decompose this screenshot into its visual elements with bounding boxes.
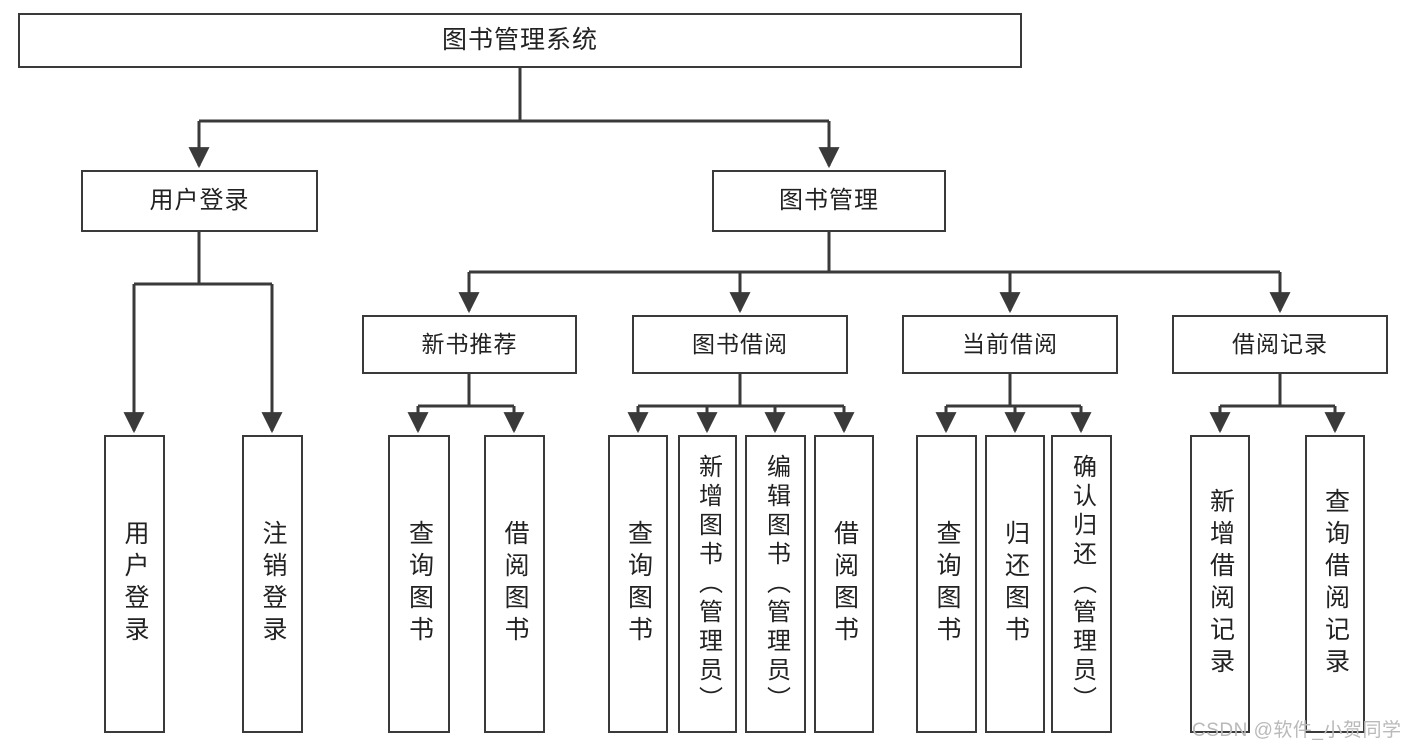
leaf-edit-book-admin[interactable]: 编辑图书（管理员） — [745, 435, 806, 733]
node-book-borrow-label: 图书借阅 — [692, 331, 788, 357]
leaf-query-book-borrow[interactable]: 查询图书 — [608, 435, 668, 733]
node-book-management[interactable]: 图书管理 — [712, 170, 946, 232]
leaf-confirm-return-admin[interactable]: 确认归还（管理员） — [1051, 435, 1112, 733]
node-borrow-record[interactable]: 借阅记录 — [1172, 315, 1388, 374]
leaf-edit-book-admin-label: 编辑图书（管理员） — [762, 453, 790, 715]
leaf-query-book-current-label: 查询图书 — [933, 520, 961, 648]
leaf-add-book-admin[interactable]: 新增图书（管理员） — [678, 435, 737, 733]
leaf-query-book-borrow-label: 查询图书 — [624, 520, 653, 648]
node-new-book-recommend-label: 新书推荐 — [421, 331, 518, 357]
leaf-logout-login-label: 注销登录 — [259, 520, 287, 648]
leaf-borrow-book-label: 借阅图书 — [830, 520, 859, 648]
leaf-query-book-current[interactable]: 查询图书 — [916, 435, 977, 733]
csdn-watermark: CSDN @软件_小贺同学 — [1192, 720, 1402, 741]
node-root-label: 图书管理系统 — [441, 26, 598, 54]
leaf-user-login-label: 用户登录 — [121, 520, 149, 648]
leaf-add-book-admin-label: 新增图书（管理员） — [694, 453, 722, 715]
node-new-book-recommend[interactable]: 新书推荐 — [362, 315, 577, 374]
node-user-login-label: 用户登录 — [149, 187, 250, 214]
node-user-login[interactable]: 用户登录 — [81, 170, 318, 232]
node-book-management-label: 图书管理 — [779, 187, 879, 214]
leaf-add-borrow-record[interactable]: 新增借阅记录 — [1190, 435, 1250, 733]
leaf-query-borrow-record-label: 查询借阅记录 — [1321, 488, 1350, 680]
leaf-borrow-book-recommend-label: 借阅图书 — [501, 520, 529, 648]
leaf-return-book[interactable]: 归还图书 — [985, 435, 1045, 733]
leaf-borrow-book-recommend[interactable]: 借阅图书 — [484, 435, 545, 733]
node-current-borrow-label: 当前借阅 — [962, 331, 1058, 357]
leaf-add-borrow-record-label: 新增借阅记录 — [1206, 488, 1235, 680]
leaf-confirm-return-admin-label: 确认归还（管理员） — [1068, 453, 1096, 715]
node-root[interactable]: 图书管理系统 — [18, 13, 1022, 68]
leaf-query-borrow-record[interactable]: 查询借阅记录 — [1305, 435, 1365, 733]
leaf-borrow-book[interactable]: 借阅图书 — [814, 435, 874, 733]
node-book-borrow[interactable]: 图书借阅 — [632, 315, 848, 374]
leaf-return-book-label: 归还图书 — [1001, 520, 1030, 648]
leaf-query-book-recommend[interactable]: 查询图书 — [388, 435, 450, 733]
leaf-query-book-recommend-label: 查询图书 — [405, 520, 434, 648]
leaf-user-login[interactable]: 用户登录 — [104, 435, 165, 733]
node-borrow-record-label: 借阅记录 — [1232, 331, 1328, 357]
node-current-borrow[interactable]: 当前借阅 — [902, 315, 1118, 374]
leaf-logout-login[interactable]: 注销登录 — [242, 435, 303, 733]
